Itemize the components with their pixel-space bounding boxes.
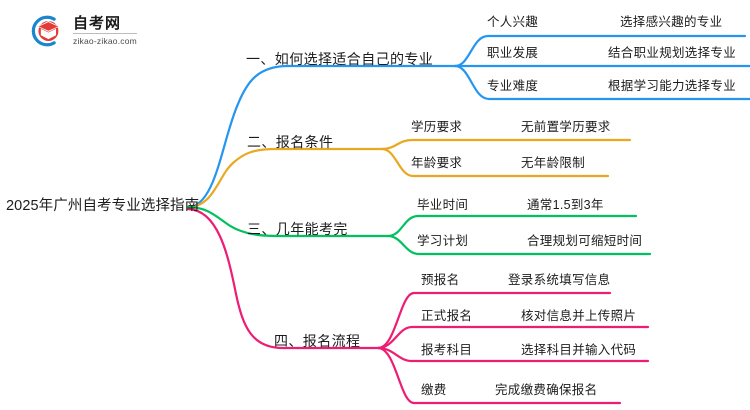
branch-4-child-1-label[interactable]: 预报名	[421, 273, 460, 287]
branch-3-child-2-desc[interactable]: 合理规划可缩短时间	[527, 234, 643, 248]
branch-4-child-2-desc[interactable]: 核对信息并上传照片	[521, 309, 637, 323]
logo-domain: zikao-zikao.com	[73, 36, 137, 46]
logo-title: 自考网	[73, 15, 137, 34]
branch-4-label[interactable]: 四、报名流程	[274, 333, 361, 349]
branch-2-trunk	[186, 147, 384, 209]
branch-2-child-1-label[interactable]: 学历要求	[411, 120, 463, 134]
branch-4-child-3-label[interactable]: 报考科目	[421, 343, 473, 357]
root-node-label[interactable]: 2025年广州自考专业选择指南	[6, 198, 200, 214]
branch-1-child-3-label[interactable]: 专业难度	[487, 79, 539, 93]
branch-2-child-1-wire	[380, 138, 632, 151]
branch-3-child-2-label[interactable]: 学习计划	[417, 234, 469, 248]
branch-2-wires	[186, 138, 632, 209]
branch-4-child-3-desc[interactable]: 选择科目并输入代码	[521, 343, 637, 357]
branch-3-label[interactable]: 三、几年能考完	[247, 221, 348, 237]
branch-3-child-1-wire	[386, 214, 638, 238]
branch-3-child-1-label[interactable]: 毕业时间	[417, 198, 469, 212]
branch-2-child-2-desc[interactable]: 无年龄限制	[521, 156, 586, 170]
branch-1-child-1-label[interactable]: 个人兴趣	[487, 15, 539, 29]
graduation-cap-icon	[28, 12, 66, 50]
logo-text-block: 自考网 zikao-zikao.com	[73, 15, 137, 47]
branch-4-child-1-desc[interactable]: 登录系统填写信息	[508, 273, 611, 287]
branch-1-child-3-desc[interactable]: 根据学习能力选择专业	[608, 79, 737, 93]
branch-4-child-4-label[interactable]: 缴费	[421, 383, 447, 397]
branch-3-child-1-desc[interactable]: 通常1.5到3年	[527, 198, 604, 212]
logo-mark-svg	[31, 15, 60, 47]
branch-2-child-2-label[interactable]: 年龄要求	[411, 156, 463, 170]
site-logo: 自考网 zikao-zikao.com	[28, 12, 137, 50]
branch-1-child-2-desc[interactable]: 结合职业规划选择专业	[608, 46, 737, 60]
branch-1-child-1-desc[interactable]: 选择感兴趣的专业	[620, 15, 723, 29]
branch-2-label[interactable]: 二、报名条件	[247, 134, 334, 150]
branch-1-child-2-label[interactable]: 职业发展	[487, 46, 539, 60]
branch-4-child-4-desc[interactable]: 完成缴费确保报名	[495, 383, 598, 397]
branch-2-child-1-desc[interactable]: 无前置学历要求	[521, 120, 611, 134]
branch-4-child-2-label[interactable]: 正式报名	[421, 309, 473, 323]
branch-1-label[interactable]: 一、如何选择适合自己的专业	[246, 51, 434, 67]
